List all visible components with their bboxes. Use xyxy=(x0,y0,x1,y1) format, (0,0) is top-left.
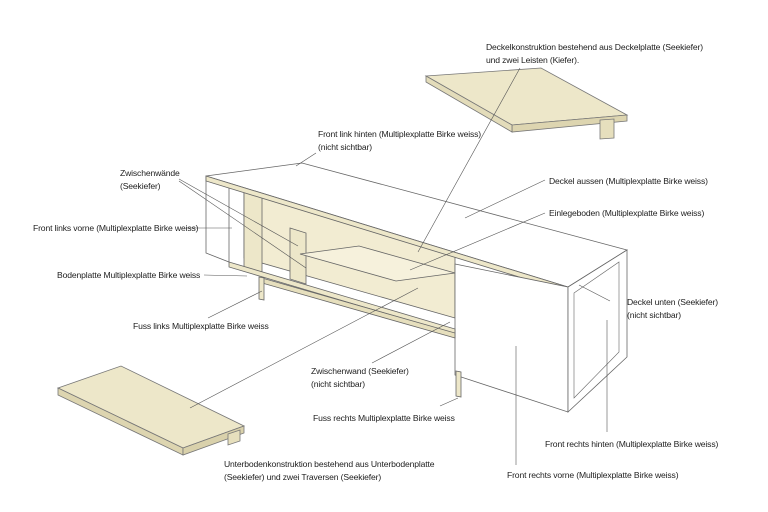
leader-unterbodenkonstruktion xyxy=(189,287,419,409)
top-board-left-edge xyxy=(425,75,513,133)
front-left-panel xyxy=(205,175,230,263)
leader-fuss-links xyxy=(207,290,263,319)
label-zwischenwaende: Zwischenwände (Seekiefer) xyxy=(120,167,180,192)
leader-fuss-rechts xyxy=(439,397,459,407)
leader-front-link-hinten xyxy=(295,152,317,167)
sideboard-carcass xyxy=(205,162,628,413)
label-line: (Seekiefer) xyxy=(120,180,161,191)
label-line: und zwei Leisten (Kiefer). xyxy=(486,54,580,65)
label-line: Front rechts vorne (Multiplexplatte Birk… xyxy=(507,470,679,480)
leader-zwischenwaende-b xyxy=(178,180,307,269)
foot-right xyxy=(455,370,462,398)
label-deckel-aussen: Deckel aussen (Multiplexplatte Birke wei… xyxy=(549,175,708,188)
bottom-board-right-edge xyxy=(182,425,245,456)
label-einlegeboden: Einlegeboden (Multiplexplatte Birke weis… xyxy=(549,207,704,220)
foot-left xyxy=(258,276,265,301)
bottom-board-assembly xyxy=(56,365,246,456)
leader-deckel-unten xyxy=(578,284,611,302)
label-line: Front links vorne (Multiplexplatte Birke… xyxy=(33,223,199,233)
label-zwischenwand: Zwischenwand (Seekiefer) (nicht sichtbar… xyxy=(311,365,409,390)
label-fuss-links: Fuss links Multiplexplatte Birke weiss xyxy=(133,320,269,333)
bottom-board-traverse xyxy=(227,429,241,446)
leader-bodenplatte xyxy=(203,274,248,277)
label-front-rechts-hinten: Front rechts hinten (Multiplexplatte Bir… xyxy=(545,438,718,451)
partition-left xyxy=(243,189,263,273)
label-line: Front link hinten (Multiplexplatte Birke… xyxy=(318,129,481,139)
leader-zwischenwand xyxy=(371,321,451,364)
label-line: Deckelkonstruktion bestehend aus Deckelp… xyxy=(486,42,703,52)
side-right-inner xyxy=(573,261,620,399)
label-line: Unterbodenkonstruktion bestehend aus Unt… xyxy=(224,459,435,469)
label-front-rechts-vorne: Front rechts vorne (Multiplexplatte Birk… xyxy=(507,469,679,482)
label-front-links-vorne: Front links vorne (Multiplexplatte Birke… xyxy=(33,222,199,235)
leader-einlegeboden xyxy=(409,212,546,271)
top-board-batten xyxy=(599,118,615,140)
label-line: Einlegeboden (Multiplexplatte Birke weis… xyxy=(549,208,705,218)
label-line: Front rechts hinten (Multiplexplatte Bir… xyxy=(545,439,719,449)
label-unterbodenkonstruktion: Unterbodenkonstruktion bestehend aus Unt… xyxy=(224,458,435,483)
label-line: Bodenplatte Multiplexplatte Birke weiss xyxy=(57,270,201,280)
label-line: Zwischenwand (Seekiefer) xyxy=(311,366,409,376)
label-line: Fuss links Multiplexplatte Birke weiss xyxy=(133,321,269,331)
label-front-link-hinten: Front link hinten (Multiplexplatte Birke… xyxy=(318,128,481,153)
label-fuss-rechts: Fuss rechts Multiplexplatte Birke weiss xyxy=(313,412,455,425)
label-line: (nicht sichtbar) xyxy=(318,141,372,152)
partition-middle xyxy=(289,227,307,285)
label-deckelkonstruktion: Deckelkonstruktion bestehend aus Deckelp… xyxy=(486,41,703,66)
label-line: (nicht sichtbar) xyxy=(627,309,681,320)
leader-lines xyxy=(178,67,611,465)
leader-deckelkonstruktion xyxy=(417,67,521,253)
label-bodenplatte: Bodenplatte Multiplexplatte Birke weiss xyxy=(57,269,200,282)
leader-zwischenwaende-a xyxy=(178,178,299,247)
top-board-assembly xyxy=(424,67,629,140)
leader-deckel-aussen xyxy=(464,179,546,219)
label-deckel-unten: Deckel unten (Seekiefer) (nicht sichtbar… xyxy=(627,296,718,321)
label-line: (nicht sichtbar) xyxy=(311,378,365,389)
label-line: Fuss rechts Multiplexplatte Birke weiss xyxy=(313,413,455,423)
front-right-panel xyxy=(454,263,569,413)
label-line: Deckel unten (Seekiefer) xyxy=(627,297,718,307)
label-line: (Seekiefer) und zwei Traversen (Seekiefe… xyxy=(224,471,382,482)
label-line: Zwischenwände xyxy=(120,168,180,178)
label-line: Deckel aussen (Multiplexplatte Birke wei… xyxy=(549,176,708,186)
